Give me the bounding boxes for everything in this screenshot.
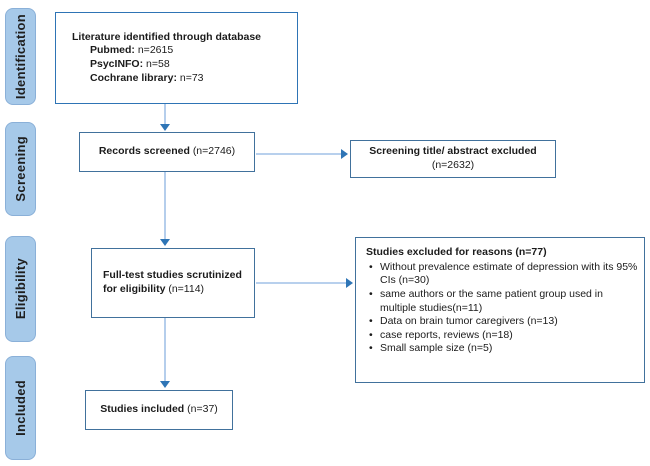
studies-included-text: Studies included (n=37) — [100, 403, 218, 416]
literature-source-cochrane: Cochrane library: n=73 — [90, 71, 204, 84]
records-screened-text: Records screened (n=2746) — [98, 145, 236, 158]
arrow-records-to-screening-excluded — [256, 149, 348, 159]
screening-excluded-label: Screening title/ abstract excluded — [369, 145, 537, 158]
literature-title: Literature identified through database — [72, 30, 262, 43]
stage-included-label: Included — [13, 380, 28, 436]
fulltext-text: Full-test studies scrutinized for eligib… — [103, 269, 242, 295]
box-studies-included: Studies included (n=37) — [85, 390, 233, 430]
excluded-reason-item: Small sample size (n=5) — [366, 342, 638, 356]
stage-screening: Screening — [5, 122, 36, 216]
arrow-records-to-fulltext — [160, 172, 170, 246]
excluded-reasons-title: Studies excluded for reasons (n=77) — [366, 246, 547, 258]
arrow-literature-to-records — [160, 104, 170, 131]
stage-eligibility: Eligibility — [5, 236, 36, 342]
stage-included: Included — [5, 356, 36, 460]
arrow-fulltext-to-included — [160, 318, 170, 388]
box-screening-excluded: Screening title/ abstract excluded (n=26… — [350, 140, 556, 178]
excluded-reason-item: same authors or the same patient group u… — [366, 288, 638, 315]
box-excluded-reasons: Studies excluded for reasons (n=77) With… — [355, 237, 645, 383]
stage-screening-label: Screening — [13, 136, 28, 202]
literature-source-pubmed: Pubmed: n=2615 — [90, 44, 174, 57]
excluded-reason-item: case reports, reviews (n=18) — [366, 329, 638, 343]
excluded-reason-item: Data on brain tumor caregivers (n=13) — [366, 315, 638, 329]
stage-identification-label: Identification — [13, 13, 28, 100]
stage-identification: Identification — [5, 8, 36, 105]
stage-eligibility-label: Eligibility — [13, 258, 28, 320]
box-records-screened: Records screened (n=2746) — [79, 132, 255, 172]
arrow-fulltext-to-excluded — [256, 278, 353, 288]
excluded-reasons-list: Without prevalence estimate of depressio… — [366, 261, 638, 356]
box-literature-identified: Literature identified through database P… — [55, 12, 298, 104]
screening-excluded-text: Screening title/ abstract excluded (n=26… — [369, 145, 536, 172]
box-fulltext-scrutinized: Full-test studies scrutinized for eligib… — [91, 248, 255, 318]
screening-excluded-count: (n=2632) — [431, 159, 475, 171]
literature-source-psycinfo: PsycINFO: n=58 — [90, 58, 170, 70]
excluded-reason-item: Without prevalence estimate of depressio… — [366, 261, 638, 288]
